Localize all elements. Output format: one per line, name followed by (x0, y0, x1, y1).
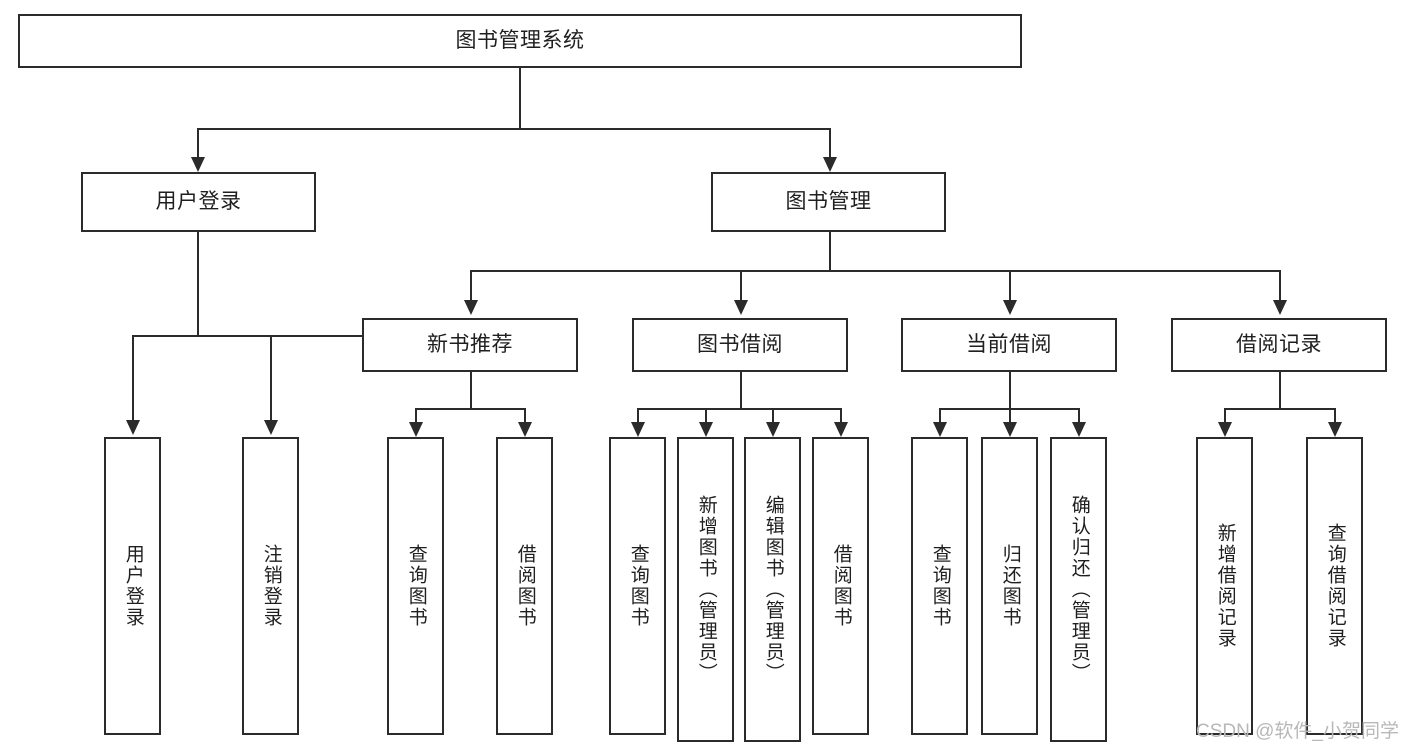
node-label: 编辑图书（管理员） (762, 495, 784, 684)
node-label: 新增图书（管理员） (695, 495, 717, 684)
connector-user-login-bus (132, 335, 404, 337)
arrow-book-borrow-to-leaf-1 (631, 422, 645, 437)
connector-borrow-record-stem (1279, 372, 1281, 408)
leaf-current-borrow-return[interactable]: 归还图书 (981, 437, 1038, 735)
node-label: 用户登录 (155, 190, 242, 214)
leaf-current-borrow-confirm-admin[interactable]: 确认归还（管理员） (1050, 437, 1107, 742)
node-label: 查询图书 (405, 544, 427, 628)
node-book-borrow[interactable]: 图书借阅 (632, 318, 848, 372)
node-borrow-record[interactable]: 借阅记录 (1171, 318, 1387, 372)
connector-book-borrow-to-leaf-1 (637, 408, 639, 424)
connector-user-login-to-leaf-1 (132, 335, 134, 422)
arrow-borrow-record-to-leaf-2 (1328, 422, 1342, 437)
connector-book-manage-stem (829, 232, 831, 270)
connector-book-manage-to-borrow (740, 270, 742, 302)
connector-new-book-stem (470, 372, 472, 408)
arrow-book-borrow-to-leaf-4 (834, 422, 848, 437)
connector-current-borrow-to-leaf-2 (1009, 408, 1011, 424)
node-new-book-recommend[interactable]: 新书推荐 (362, 318, 578, 372)
node-label: 借阅图书 (514, 544, 536, 628)
connector-borrow-record-bus (1224, 408, 1335, 410)
node-current-borrow[interactable]: 当前借阅 (901, 318, 1117, 372)
arrow-book-manage-to-current (1003, 300, 1017, 315)
connector-borrow-record-to-leaf-1 (1224, 408, 1226, 424)
node-label: 图书借阅 (697, 333, 783, 357)
arrow-new-book-to-leaf-1 (409, 422, 423, 437)
node-book-management[interactable]: 图书管理 (711, 172, 946, 232)
arrow-root-to-user-login (191, 157, 205, 172)
leaf-borrow-record-add[interactable]: 新增借阅记录 (1196, 437, 1253, 735)
leaf-user-login-login[interactable]: 用户登录 (104, 437, 161, 735)
node-label: 查询图书 (627, 544, 649, 628)
node-label: 用户登录 (122, 544, 144, 628)
node-label: 借阅图书 (830, 544, 852, 628)
connector-book-borrow-to-leaf-3 (772, 408, 774, 424)
connector-new-book-bus (415, 408, 526, 410)
connector-root-bus (197, 128, 831, 130)
leaf-borrow-record-query[interactable]: 查询借阅记录 (1306, 437, 1363, 735)
leaf-book-borrow-borrow[interactable]: 借阅图书 (812, 437, 869, 735)
connector-book-manage-bus (470, 270, 1280, 272)
connector-current-borrow-stem (1009, 372, 1011, 408)
node-user-login[interactable]: 用户登录 (81, 172, 316, 232)
connector-book-borrow-stem (740, 372, 742, 408)
leaf-new-book-borrow[interactable]: 借阅图书 (496, 437, 553, 735)
leaf-book-borrow-query[interactable]: 查询图书 (609, 437, 666, 735)
node-label: 查询借阅记录 (1324, 523, 1346, 649)
node-label: 新书推荐 (427, 333, 513, 357)
connector-current-borrow-to-leaf-3 (1078, 408, 1080, 424)
leaf-book-borrow-add-admin[interactable]: 新增图书（管理员） (677, 437, 734, 742)
arrow-book-manage-to-record (1273, 300, 1287, 315)
arrow-root-to-book-manage (823, 157, 837, 172)
connector-user-login-stem (197, 232, 199, 335)
connector-user-login-to-leaf-2 (270, 335, 272, 422)
leaf-user-login-logout[interactable]: 注销登录 (242, 437, 299, 735)
node-label: 图书管理系统 (455, 29, 585, 53)
arrow-book-borrow-to-leaf-3 (766, 422, 780, 437)
leaf-new-book-query[interactable]: 查询图书 (387, 437, 444, 735)
node-label: 图书管理 (785, 190, 872, 214)
node-label: 确认归还（管理员） (1068, 495, 1090, 684)
connector-new-book-to-leaf-2 (524, 408, 526, 424)
node-label: 新增借阅记录 (1214, 523, 1236, 649)
leaf-current-borrow-query[interactable]: 查询图书 (911, 437, 968, 735)
arrow-user-login-to-leaf-1 (126, 420, 140, 435)
connector-root-to-book-manage (829, 128, 831, 159)
arrow-new-book-to-leaf-2 (518, 422, 532, 437)
arrow-current-borrow-to-leaf-2 (1003, 422, 1017, 437)
node-label: 归还图书 (999, 544, 1021, 628)
arrow-book-manage-to-borrow (734, 300, 748, 315)
arrow-current-borrow-to-leaf-3 (1072, 422, 1086, 437)
connector-root-stem (519, 68, 521, 128)
arrow-borrow-record-to-leaf-1 (1218, 422, 1232, 437)
node-label: 注销登录 (260, 544, 282, 628)
connector-root-to-user-login (197, 128, 199, 159)
leaf-book-borrow-edit-admin[interactable]: 编辑图书（管理员） (744, 437, 801, 742)
arrow-book-borrow-to-leaf-2 (699, 422, 713, 437)
node-root-system[interactable]: 图书管理系统 (18, 14, 1022, 68)
connector-borrow-record-to-leaf-2 (1334, 408, 1336, 424)
node-label: 查询图书 (929, 544, 951, 628)
arrow-book-manage-to-new-book (464, 300, 478, 315)
node-label: 当前借阅 (966, 333, 1052, 357)
arrow-user-login-to-leaf-2 (264, 420, 278, 435)
connector-book-borrow-to-leaf-4 (840, 408, 842, 424)
connector-book-borrow-bus (637, 408, 841, 410)
connector-book-manage-to-record (1279, 270, 1281, 302)
connector-current-borrow-to-leaf-1 (939, 408, 941, 424)
arrow-current-borrow-to-leaf-1 (933, 422, 947, 437)
node-label: 借阅记录 (1236, 333, 1322, 357)
connector-book-manage-to-new-book (470, 270, 472, 302)
connector-book-manage-to-current (1009, 270, 1011, 302)
connector-book-borrow-to-leaf-2 (705, 408, 707, 424)
connector-new-book-to-leaf-1 (415, 408, 417, 424)
